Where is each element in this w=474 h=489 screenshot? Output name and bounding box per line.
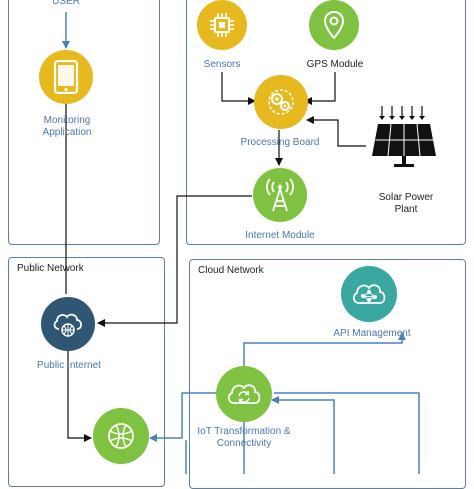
cloud-network-title: Cloud Network [198, 265, 264, 276]
globe-icon [93, 408, 149, 464]
iot-label: IoT Transformation & Connectivity [197, 426, 291, 449]
connectors [62, 12, 420, 474]
cloud-sync-icon [216, 366, 272, 422]
gps-label: GPS Module [306, 59, 364, 70]
solar-label: Solar Power Plant [378, 192, 434, 215]
arrow-iot-to-api [243, 332, 406, 366]
user-panel [8, 0, 160, 245]
solar-panel-icon[interactable] [368, 104, 440, 170]
arrow-public-to-bottom [67, 350, 92, 442]
line-iot-right-1 [274, 392, 420, 474]
arrow-gps-to-board [304, 72, 336, 105]
processing-board-node[interactable] [254, 75, 308, 129]
api-management-node[interactable] [340, 266, 398, 322]
monitoring-app-label: Monitoring Application [42, 115, 92, 138]
public-internet-label: Public Internet [37, 360, 101, 371]
api-management-label: API Management [333, 328, 411, 339]
antenna-icon [253, 168, 307, 222]
public-internet-node[interactable] [41, 297, 95, 351]
internet-module-label: Internet Module [245, 230, 315, 241]
smartphone-icon [39, 50, 93, 104]
iot-node[interactable] [216, 366, 272, 422]
line-iot-right-2 [271, 396, 335, 474]
cloud-globe-icon [41, 297, 95, 351]
arrow-iot-to-bottom [149, 392, 218, 442]
sensors-label: Sensors [203, 59, 241, 70]
processing-board-label: Processing Board [240, 137, 320, 148]
gps-node[interactable] [308, 0, 360, 50]
arrow-internet-to-public [97, 195, 252, 327]
chip-icon [197, 0, 247, 50]
arrow-sensors-to-board [221, 72, 256, 105]
public-network-title: Public Network [17, 263, 84, 274]
sensors-node[interactable] [197, 0, 247, 50]
map-pin-icon [309, 0, 359, 50]
gears-icon [254, 75, 308, 129]
bottom-globe-node[interactable] [92, 408, 150, 464]
user-label: USER [52, 0, 80, 7]
internet-module-node[interactable] [253, 168, 307, 222]
monitoring-app-node[interactable] [38, 50, 94, 104]
cloud-network-icon [341, 266, 397, 322]
arrow-solar-to-board [306, 116, 366, 147]
